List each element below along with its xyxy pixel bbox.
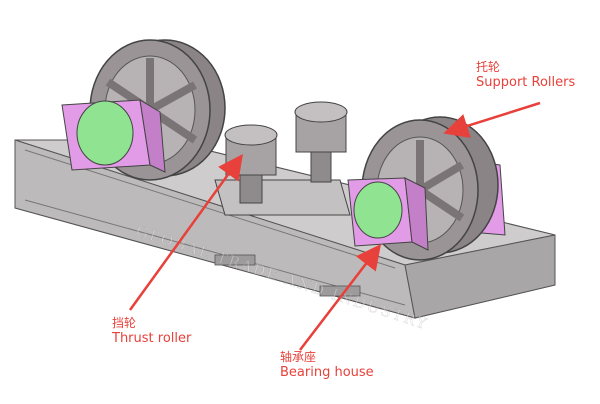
support-rollers-label-zh: 托轮: [476, 60, 501, 74]
annotation-arrows: [128, 101, 541, 351]
thrust-roller-label-zh: 挡轮: [112, 316, 137, 330]
support-rollers-arrow: [443, 101, 541, 138]
thrust-roller-label-en: Thrust roller: [112, 331, 192, 346]
bearing-house-label: 轴承座 Bearing house: [280, 350, 374, 380]
thrust-roller-arrow: [128, 153, 243, 311]
left-bearing-housing: [61, 99, 166, 173]
right-front-bearing-housing: [347, 177, 429, 251]
bearing-house-label-zh: 轴承座: [280, 350, 317, 364]
support-rollers-label: 托轮 Support Rollers: [476, 60, 575, 90]
support-rollers-label-en: Support Rollers: [476, 75, 576, 90]
thrust-roller-label: 挡轮 Thrust roller: [112, 316, 191, 346]
bearing-house-label-en: Bearing house: [280, 365, 374, 380]
bearing-house-arrow: [299, 244, 382, 351]
thrust-roller-assembly: [214, 101, 351, 216]
